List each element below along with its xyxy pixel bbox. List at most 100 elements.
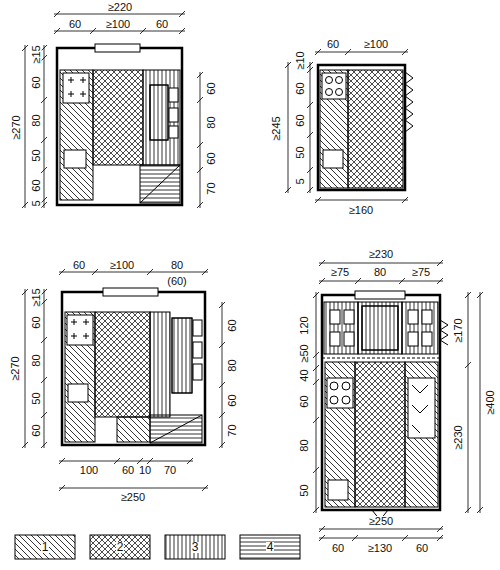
dimension-tick bbox=[307, 187, 313, 193]
dimension-value: 60 bbox=[295, 113, 306, 127]
dimension-value: 70 bbox=[163, 465, 177, 476]
dimension-line bbox=[54, 14, 185, 15]
dimension-tick bbox=[54, 11, 60, 17]
dimension-value: ≥10 bbox=[295, 50, 306, 70]
dimension-value: 60 bbox=[295, 81, 306, 95]
dimension-tick bbox=[41, 197, 47, 203]
dimension-tick bbox=[41, 97, 47, 103]
dimension-value: ≥50 bbox=[299, 343, 310, 363]
dimension-tick bbox=[22, 289, 28, 295]
dimension-tick bbox=[22, 442, 28, 448]
dimension-value: ≥270 bbox=[9, 355, 20, 381]
dimension-tick bbox=[140, 28, 146, 34]
dimension-value: 50 bbox=[31, 391, 42, 405]
dimension-tick bbox=[315, 197, 321, 203]
dimension-tick bbox=[465, 292, 471, 298]
dimension-tick bbox=[313, 379, 319, 385]
dimension-value: ≥250 bbox=[120, 492, 146, 503]
dimension-tick bbox=[22, 45, 28, 51]
dimension-value: ≥220 bbox=[107, 2, 133, 13]
dimension-line bbox=[59, 488, 208, 489]
dimension-value: ≥75 bbox=[411, 267, 431, 278]
dimension-tick bbox=[477, 292, 483, 298]
dimension-tick bbox=[187, 458, 193, 464]
dimension-tick bbox=[437, 278, 443, 284]
dimension-value: 50 bbox=[31, 148, 42, 162]
dimension-tick bbox=[114, 458, 120, 464]
dimension-value: (60) bbox=[166, 276, 188, 287]
dimension-value: 60 bbox=[72, 260, 86, 271]
dimension-tick bbox=[355, 278, 361, 284]
dimension-value: 80 bbox=[206, 115, 217, 129]
dimension-tick bbox=[319, 526, 325, 532]
dimension-tick bbox=[402, 197, 408, 203]
dimension-line bbox=[222, 302, 223, 448]
dimension-value: ≥100 bbox=[109, 260, 135, 271]
dimension-value: 60 bbox=[31, 178, 42, 192]
dimension-tick bbox=[202, 485, 208, 491]
dimension-value: 5 bbox=[31, 199, 42, 207]
dimension-line bbox=[315, 200, 408, 201]
dimension-value: 60 bbox=[31, 315, 42, 329]
dimension-line bbox=[288, 62, 289, 193]
dimension-line bbox=[25, 289, 26, 448]
dimension-value: ≥400 bbox=[484, 389, 495, 415]
dimension-line bbox=[59, 272, 208, 273]
dimension-tick bbox=[319, 260, 325, 266]
dimension-value: 60 bbox=[206, 81, 217, 95]
dimension-tick bbox=[22, 202, 28, 208]
dimension-line bbox=[480, 292, 481, 513]
dimension-tick bbox=[352, 535, 358, 541]
dimension-tick bbox=[59, 485, 65, 491]
dimension-tick bbox=[41, 202, 47, 208]
dimension-value: 60 bbox=[227, 318, 238, 332]
dimension-tick bbox=[41, 442, 47, 448]
dimension-line bbox=[200, 72, 201, 208]
dimension-tick bbox=[465, 507, 471, 513]
dimension-tick bbox=[202, 269, 208, 275]
dimension-value: ≥230 bbox=[368, 249, 394, 260]
dimension-tick bbox=[179, 11, 185, 17]
dimension-value: 40 bbox=[299, 368, 310, 382]
dimension-tick bbox=[402, 535, 408, 541]
dimension-value: ≥75 bbox=[330, 267, 350, 278]
legend-swatch bbox=[15, 535, 75, 559]
dimension-value: 50 bbox=[295, 145, 306, 159]
dimension-value: ≥160 bbox=[348, 205, 374, 216]
dimension-tick bbox=[319, 535, 325, 541]
dimension-tick bbox=[477, 507, 483, 513]
dimension-tick bbox=[90, 28, 96, 34]
dimension-tick bbox=[219, 382, 225, 388]
dimension-value: 100 bbox=[79, 465, 99, 476]
dimension-tick bbox=[285, 62, 291, 68]
dimension-value: 80 bbox=[373, 267, 387, 278]
dimension-tick bbox=[345, 49, 351, 55]
dimension-tick bbox=[313, 507, 319, 513]
dimension-tick bbox=[197, 202, 203, 208]
dimension-tick bbox=[41, 45, 47, 51]
dimension-value: ≥15 bbox=[31, 44, 42, 64]
dimension-tick bbox=[54, 28, 60, 34]
dimension-value: 80 bbox=[31, 353, 42, 367]
dimension-tick bbox=[59, 269, 65, 275]
dimension-tick bbox=[41, 137, 47, 143]
dimension-value: 60 bbox=[326, 39, 340, 50]
dimension-line bbox=[25, 45, 26, 208]
dimension-line bbox=[468, 292, 469, 513]
dimension-tick bbox=[437, 526, 443, 532]
dimension-value: 60 bbox=[227, 393, 238, 407]
dimension-tick bbox=[137, 458, 143, 464]
dimension-tick bbox=[147, 458, 153, 464]
dimension-line bbox=[59, 461, 193, 462]
dimension-line bbox=[319, 529, 443, 530]
dimension-tick bbox=[313, 292, 319, 298]
dimension-tick bbox=[437, 260, 443, 266]
dimension-value: 60 bbox=[31, 423, 42, 437]
dimension-value: ≥100 bbox=[105, 19, 131, 30]
dimension-value: 60 bbox=[68, 19, 82, 30]
dimension-line bbox=[316, 292, 317, 513]
dimension-value: 70 bbox=[227, 423, 238, 437]
dimension-tick bbox=[307, 67, 313, 73]
